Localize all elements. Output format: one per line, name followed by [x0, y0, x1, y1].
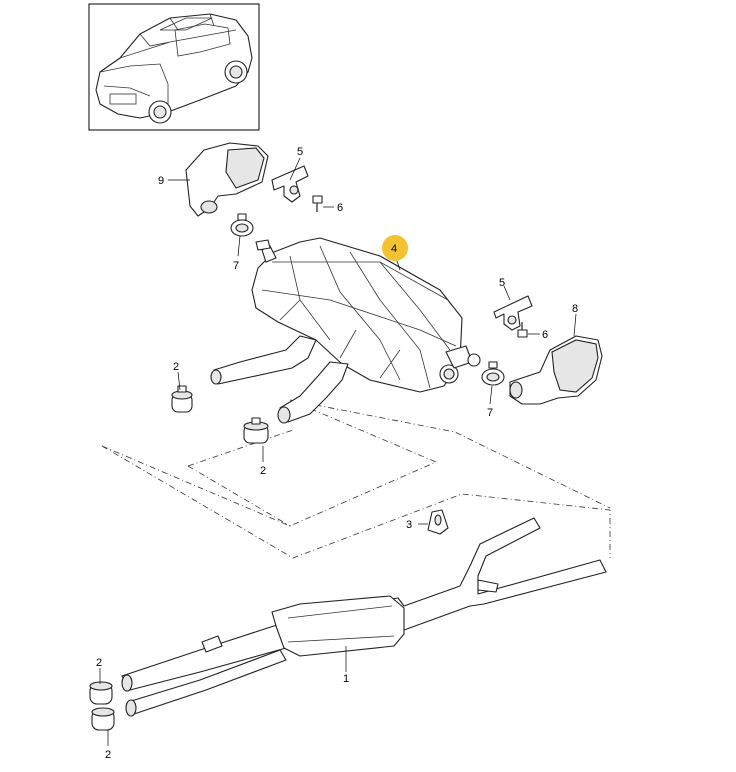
callout-highlight [382, 235, 408, 261]
callout-9[interactable]: 9 [158, 175, 164, 187]
leader-lines [99, 157, 577, 746]
silencer-inlet-pipes [210, 335, 349, 424]
callout-4[interactable]: 4 [391, 243, 397, 255]
front-pipe-assembly [121, 517, 607, 717]
pipe-clamp-2c [89, 681, 113, 705]
callout-6-lower[interactable]: 6 [542, 329, 548, 341]
tailpipe-trim-right [509, 335, 603, 405]
callout-8[interactable]: 8 [572, 303, 578, 315]
callout-6-upper[interactable]: 6 [337, 202, 343, 214]
callout-7-lower[interactable]: 7 [487, 407, 493, 419]
rubber-mount [427, 509, 449, 535]
pipe-clamp-2d [91, 707, 115, 731]
hanger-bracket-left [271, 165, 309, 203]
assembly-outline-front [289, 399, 611, 509]
assembly-outline-rear [101, 399, 611, 559]
suv-vehicle-icon [95, 13, 253, 124]
callout-5-lower[interactable]: 5 [499, 277, 505, 289]
callout-2-upper-mid[interactable]: 2 [260, 465, 266, 477]
pipe-clamp-2a [171, 385, 193, 413]
bolt-left [312, 195, 323, 212]
bolt-right [517, 322, 528, 338]
vehicle-thumbnail [88, 3, 260, 131]
hanger-bracket-right [493, 295, 533, 331]
callout-3[interactable]: 3 [406, 519, 412, 531]
clamp-right [481, 361, 505, 386]
callout-5-upper[interactable]: 5 [297, 146, 303, 158]
callout-7-upper[interactable]: 7 [233, 260, 239, 272]
clamp-left [230, 213, 254, 237]
callout-2-lower-bottom[interactable]: 2 [105, 749, 111, 761]
callout-1[interactable]: 1 [343, 673, 349, 685]
callout-2-upper-left[interactable]: 2 [173, 361, 179, 373]
tailpipe-trim-left [185, 142, 269, 217]
callout-2-lower-top[interactable]: 2 [96, 657, 102, 669]
rear-silencer [251, 237, 481, 393]
callout-labels: 9 5 6 7 4 5 6 8 2 2 7 3 1 2 2 [96, 146, 578, 761]
pipe-clamp-2b [243, 417, 269, 444]
